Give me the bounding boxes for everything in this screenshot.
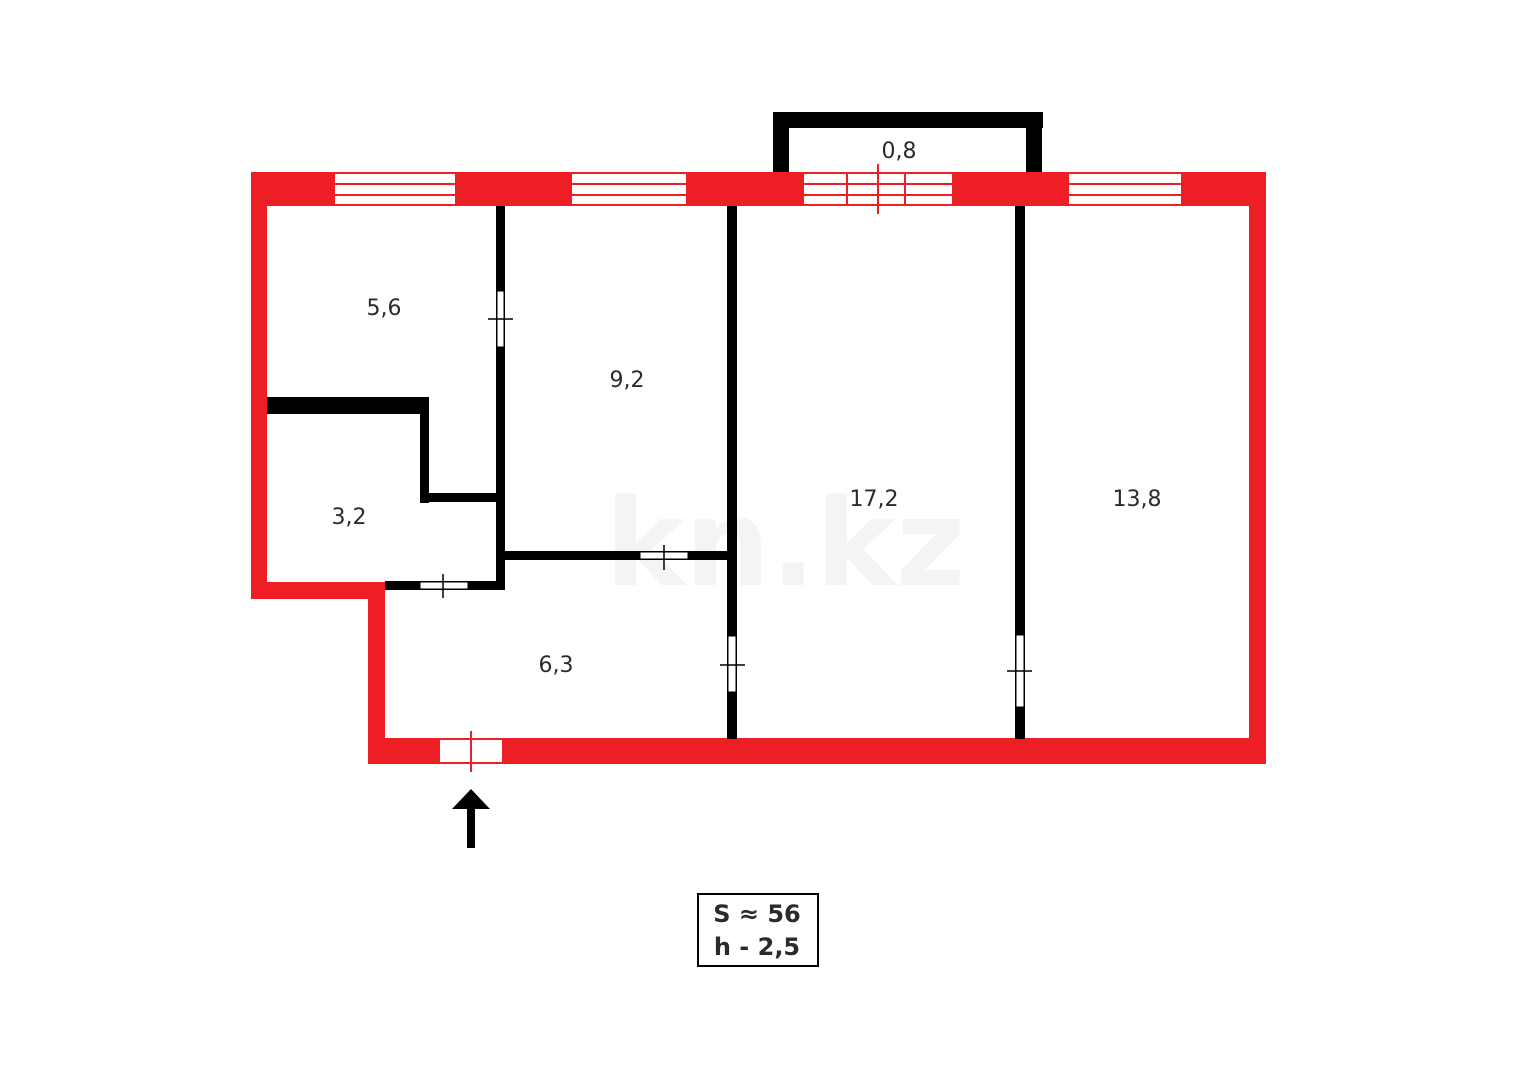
door-17-2 (720, 635, 745, 693)
door-9-2 (639, 545, 689, 570)
summary-box: S ≈ 56 h - 2,5 (697, 893, 819, 967)
balcony-walls (773, 112, 1043, 174)
door-13-8 (1007, 634, 1032, 708)
window-room-5-6 (335, 174, 455, 204)
room-area-label: 9,2 (610, 368, 645, 393)
arrow-up-icon (452, 789, 490, 848)
room-area-label: 0,8 (882, 139, 917, 164)
room-area-label: 3,2 (332, 505, 367, 530)
total-area: S ≈ 56 (713, 900, 801, 928)
ceiling-height: h - 2,5 (714, 933, 800, 961)
room-area-label: 5,6 (367, 296, 402, 321)
room-area-label: 17,2 (850, 487, 899, 512)
window-room-13-8 (1069, 174, 1181, 204)
door-3-2 (419, 574, 469, 598)
watermark: kn.kz (605, 475, 965, 614)
door-5-6 (488, 290, 513, 348)
room-area-label: 13,8 (1113, 487, 1162, 512)
room-area-label: 6,3 (539, 653, 574, 678)
balcony-door-window (804, 164, 952, 214)
entrance-door (440, 731, 502, 772)
window-room-9-2 (572, 174, 686, 204)
exterior-walls (251, 172, 1266, 764)
